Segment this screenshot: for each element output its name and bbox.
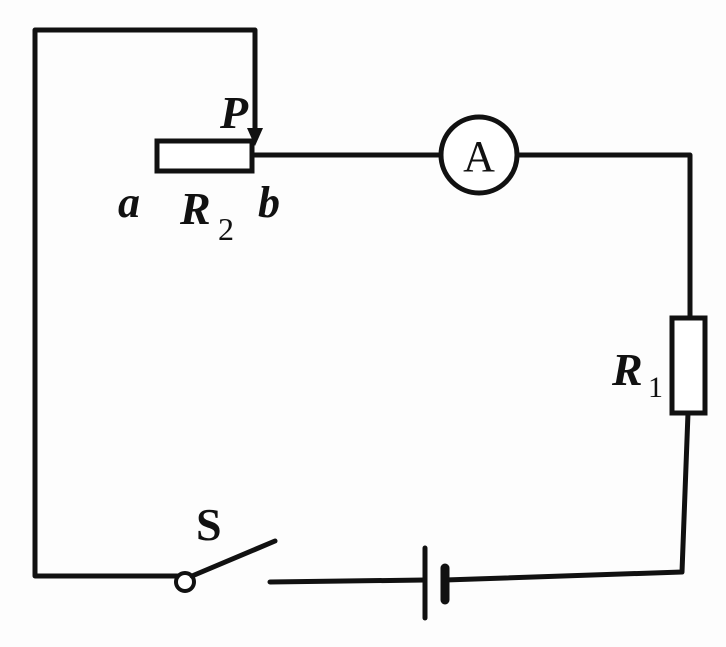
label-end-a: a <box>118 178 140 227</box>
label-r2-subscript: 2 <box>218 211 234 247</box>
switch-pivot <box>174 571 196 593</box>
label-r2: R <box>179 183 211 234</box>
label-r1-subscript: 1 <box>648 371 663 404</box>
wire-left-and-slider <box>32 27 258 579</box>
label-ammeter: A <box>463 132 495 181</box>
switch-blade <box>189 538 278 579</box>
wire-battery-to-switch <box>267 577 428 585</box>
wire-r1-to-battery <box>442 410 691 583</box>
label-switch-s: S <box>196 499 222 550</box>
resistor-r1 <box>669 315 708 416</box>
ammeter <box>438 114 520 196</box>
wire-ammeter-to-r1 <box>515 152 693 321</box>
rheostat-r2 <box>154 138 255 174</box>
label-slider-p: P <box>219 87 249 138</box>
label-r1: R <box>611 344 643 395</box>
label-end-b: b <box>258 178 280 227</box>
slider-arrowhead <box>247 128 263 146</box>
